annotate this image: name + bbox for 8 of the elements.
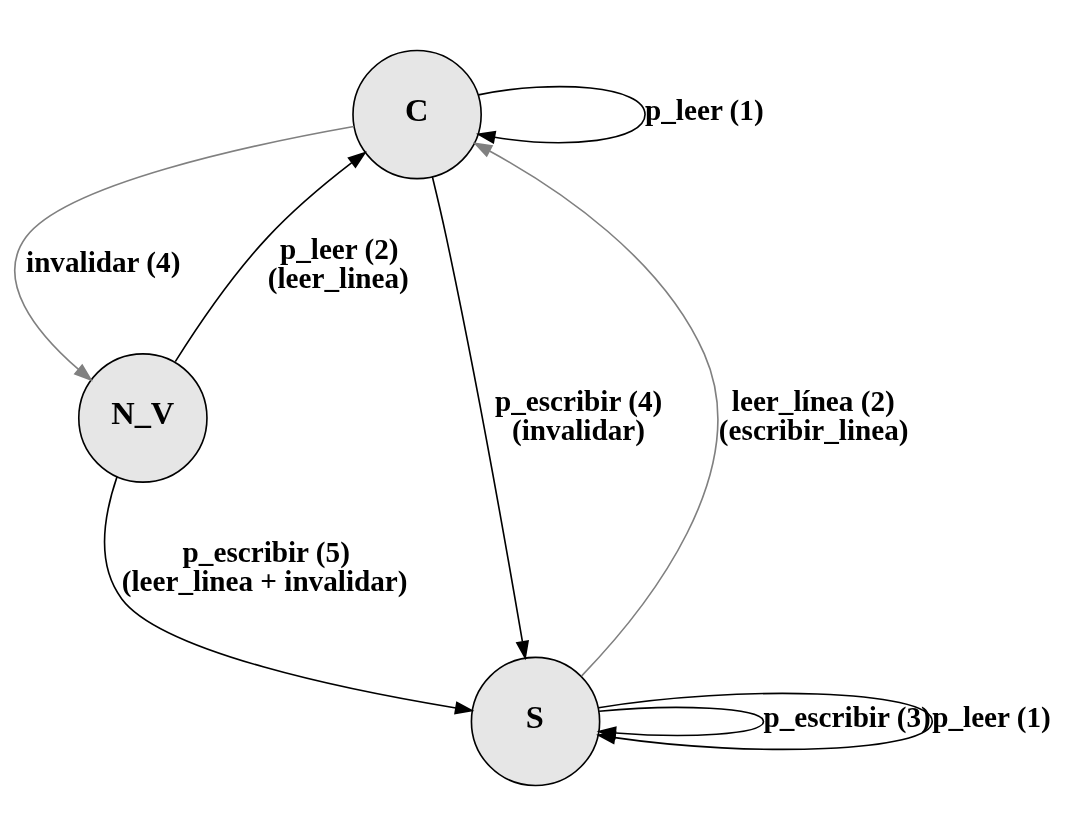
edge-label: p_leer (2) (leer_linea)	[267, 232, 409, 294]
edge-label: p_leer (1)	[645, 93, 764, 126]
edge-label: p_leer (1)	[932, 700, 1051, 733]
edge-label: p_escribir (3)	[763, 700, 931, 733]
edge-label: p_escribir (4) (invalidar)	[494, 384, 663, 446]
edge-label: invalidar (4)	[26, 245, 181, 278]
edge-label: leer_línea (2) (escribir_linea)	[718, 384, 909, 446]
edge-label: p_escribir (5) (leer_linea + invalidar)	[121, 535, 408, 597]
